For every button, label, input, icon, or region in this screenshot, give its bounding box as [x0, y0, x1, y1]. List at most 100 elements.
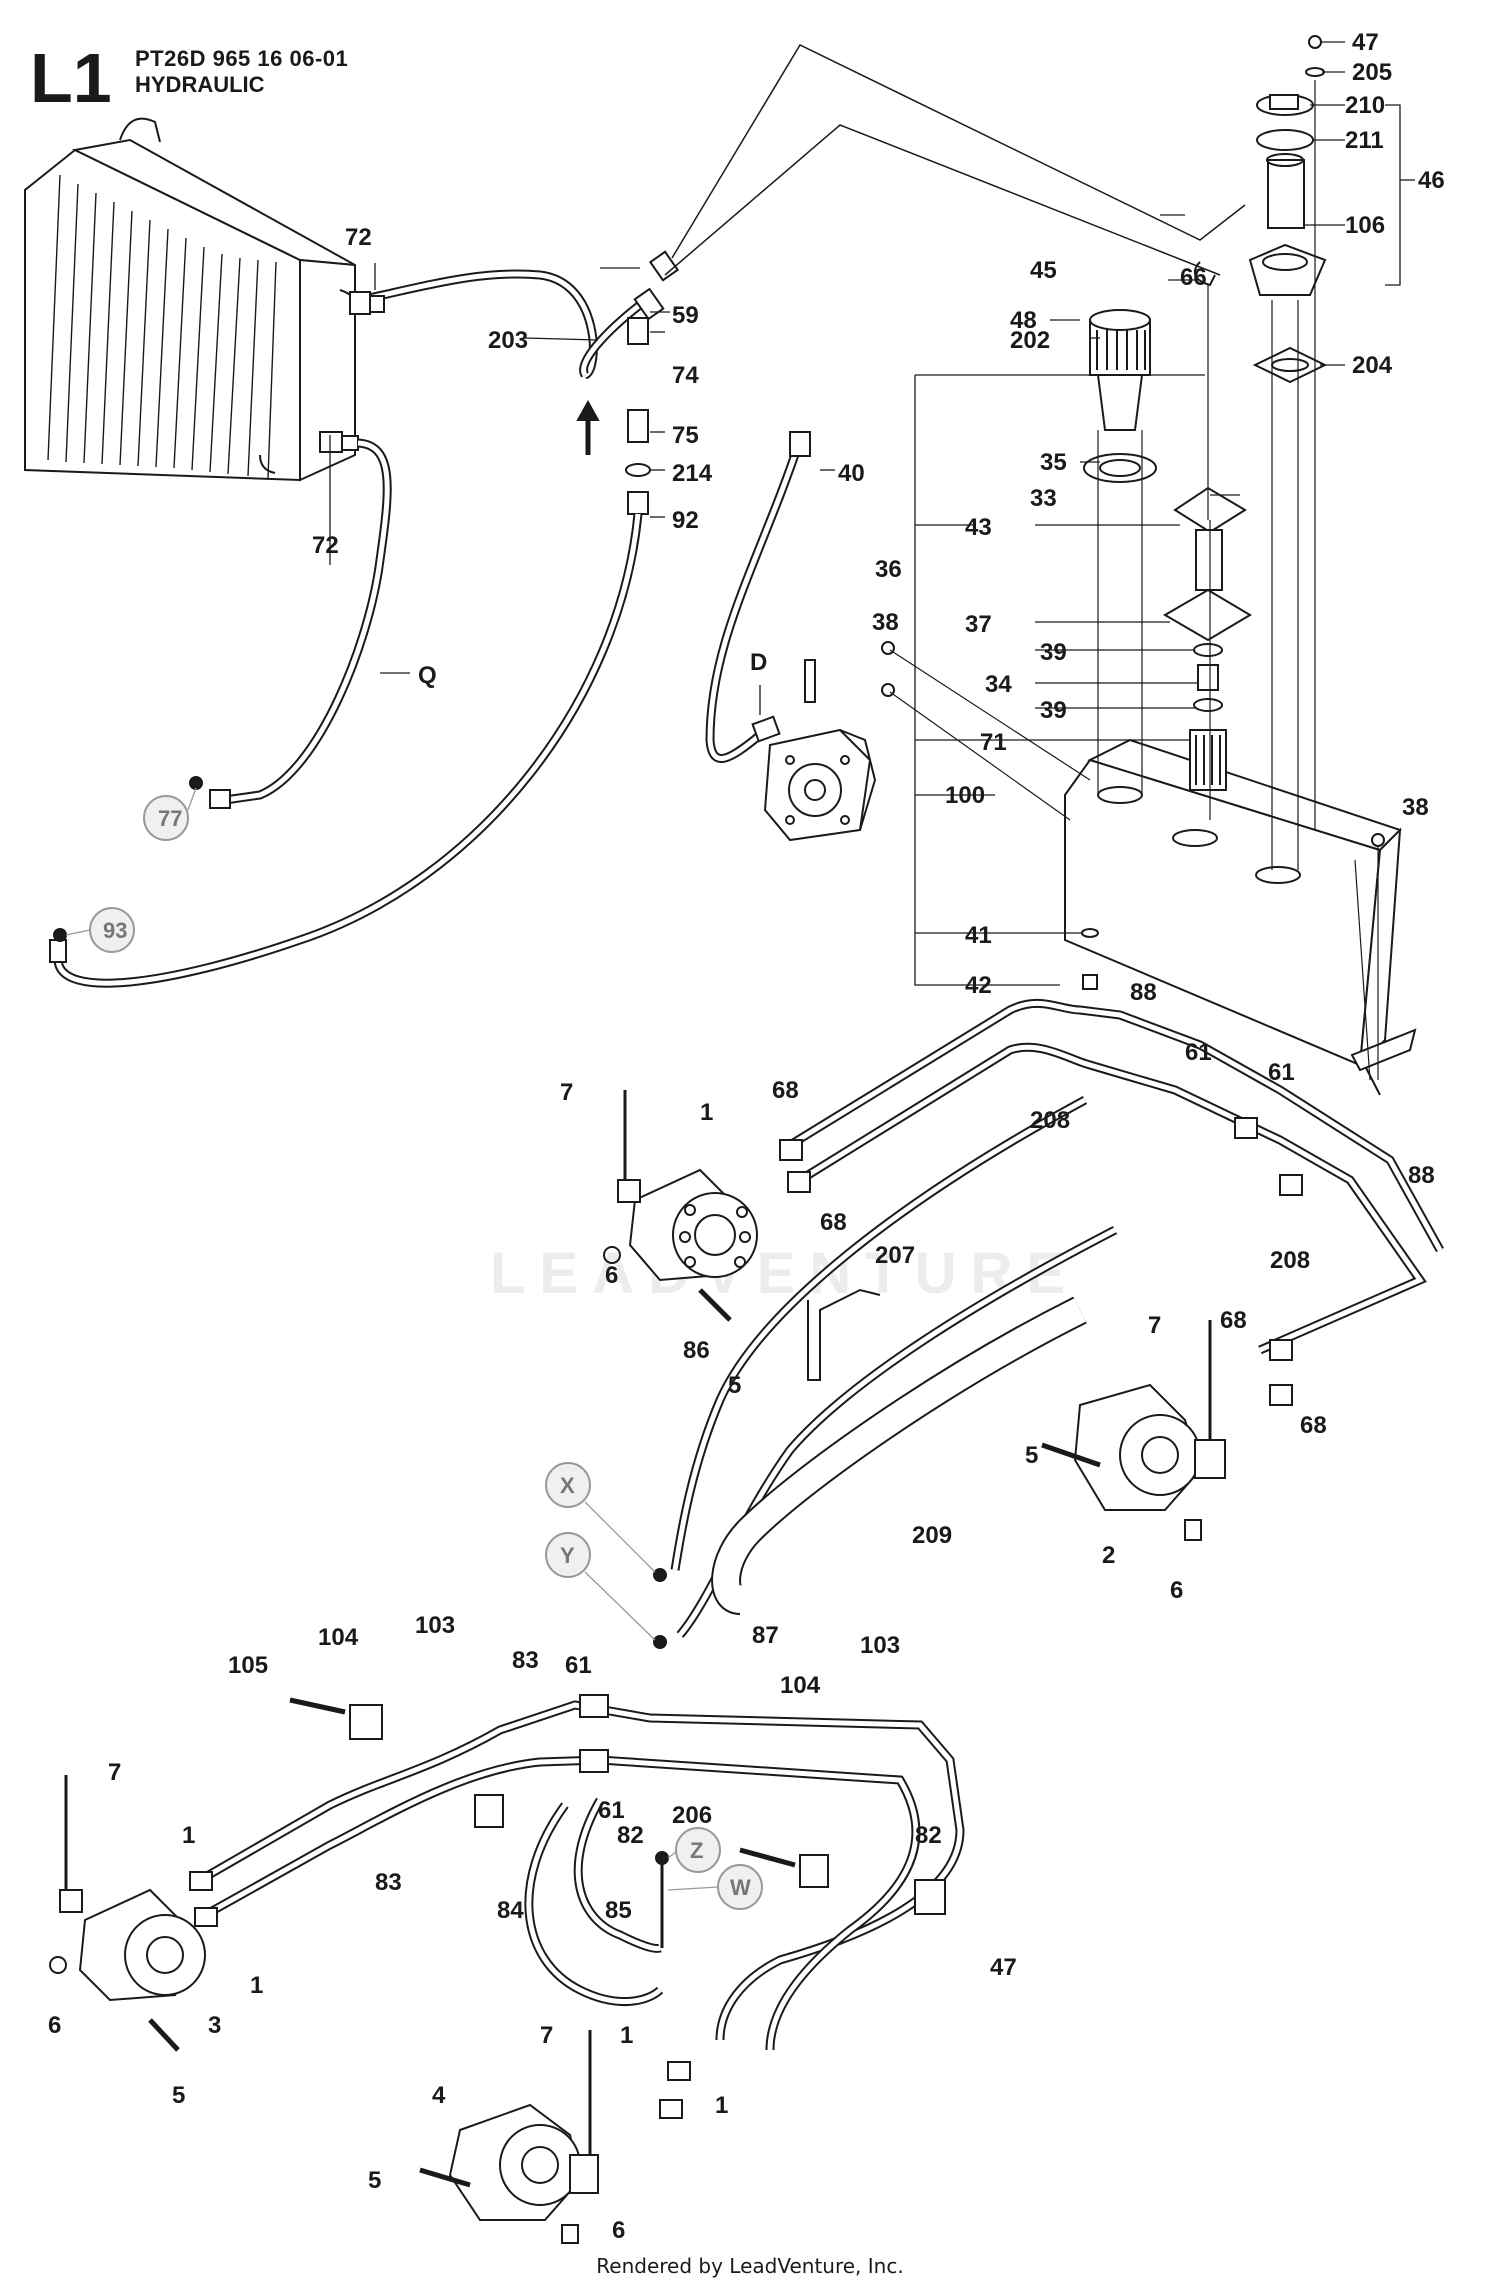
section-title: HYDRAULIC	[135, 72, 265, 97]
callout: 105	[228, 1652, 268, 1679]
callout: 5	[1025, 1442, 1038, 1469]
callout: 202	[1010, 327, 1050, 354]
ref-q: 93	[103, 918, 127, 943]
callout: 35	[1040, 449, 1067, 476]
callout-labels: 47 205 210 211 46 106 204 45 48 202 66 7…	[48, 29, 1445, 2244]
footer-credit: Rendered by LeadVenture, Inc.	[596, 2254, 904, 2278]
callout: 103	[415, 1612, 455, 1639]
leadventure-watermark: LEADVENTURE	[490, 1241, 1080, 1306]
callout: 68	[1300, 1412, 1327, 1439]
callout: 88	[1408, 1162, 1435, 1189]
callout: 82	[915, 1822, 942, 1849]
ref-d: 77	[158, 806, 182, 831]
callout: 47	[1352, 29, 1379, 56]
callout: 210	[1345, 92, 1385, 119]
callout: 7	[108, 1759, 121, 1786]
callout: 38	[1402, 794, 1429, 821]
hydraulic-pump	[763, 659, 877, 842]
callout: 206	[672, 1802, 712, 1829]
callout: 45	[1030, 257, 1057, 284]
callout: 61	[598, 1797, 625, 1824]
callout: 66	[1180, 264, 1207, 291]
callout: 1	[250, 1972, 263, 1999]
callout: 72	[345, 224, 372, 251]
hydraulic-tank	[1064, 738, 1417, 1096]
callout: 6	[605, 1262, 618, 1289]
callout: 43	[965, 514, 992, 541]
callout: 36	[875, 556, 902, 583]
callout: 68	[1220, 1307, 1247, 1334]
callout: 104	[780, 1672, 821, 1699]
callout: 205	[1352, 59, 1392, 86]
ref-x: X	[560, 1473, 575, 1498]
breather-assembly	[1083, 309, 1157, 795]
callout: 68	[772, 1077, 799, 1104]
callout: 214	[672, 460, 713, 487]
callout: 1	[715, 2092, 728, 2119]
callout: 37	[965, 611, 992, 638]
callout: 203	[488, 327, 528, 354]
callout: 83	[512, 1647, 539, 1674]
callout: 72	[312, 532, 339, 559]
callout: 5	[728, 1372, 741, 1399]
callout: 38	[872, 609, 899, 636]
callout: 207	[875, 1242, 915, 1269]
callout: 39	[1040, 639, 1067, 666]
wheel-motor-4	[419, 2030, 599, 2244]
callout: 75	[672, 422, 699, 449]
hose-92	[705, 438, 805, 763]
callout: 209	[912, 1522, 952, 1549]
callout: 4	[432, 2082, 446, 2109]
callout: 34	[985, 671, 1012, 698]
callout: 100	[945, 782, 985, 809]
callout: 103	[860, 1632, 900, 1659]
callout: 1	[182, 1822, 195, 1849]
callout: 59	[672, 302, 699, 329]
callout: 42	[965, 972, 992, 999]
callout: 211	[1345, 127, 1384, 154]
callout: 39	[1040, 697, 1067, 724]
callout: 48	[1010, 307, 1037, 334]
callout: 7	[1148, 1312, 1161, 1339]
callout: 7	[540, 2022, 553, 2049]
wheel-motor-1	[603, 1090, 758, 1322]
model-number: PT26D 965 16 06-01	[135, 46, 349, 71]
callout: 86	[683, 1337, 710, 1364]
callout: 40	[838, 460, 865, 487]
callout: 33	[1030, 485, 1057, 512]
callout: 61	[1268, 1059, 1295, 1086]
callout: 85	[605, 1897, 632, 1924]
callout: 5	[172, 2082, 185, 2109]
callout: 41	[965, 922, 992, 949]
tank-filter-assembly	[1163, 486, 1252, 820]
ref-w: W	[730, 1875, 751, 1900]
callout: 68	[820, 1209, 847, 1236]
callout: 92	[672, 507, 699, 534]
callout: 84	[497, 1897, 524, 1924]
callout: 47	[990, 1954, 1017, 1981]
callout: 204	[1352, 352, 1393, 379]
callout: 2	[1102, 1542, 1115, 1569]
ref-z: Z	[690, 1838, 703, 1863]
callout: 6	[612, 2217, 625, 2244]
oil-cooler	[24, 117, 359, 482]
hose-93	[359, 269, 598, 380]
callout: 208	[1270, 1247, 1310, 1274]
callout: 6	[48, 2012, 61, 2039]
wheel-motor-3	[49, 1775, 206, 2052]
callout: 71	[980, 729, 1007, 756]
diagram-code: L1	[30, 39, 112, 117]
hose-100	[224, 438, 392, 805]
callout: 1	[700, 1099, 713, 1126]
callout: 6	[1170, 1577, 1183, 1604]
reference-markers: 77 93 X Y Z W	[65, 787, 763, 1910]
callout: D	[750, 649, 767, 676]
callout: Q	[418, 662, 437, 689]
callout: 3	[208, 2012, 221, 2039]
callout: 1	[620, 2022, 633, 2049]
wheel-motor-2	[1041, 1320, 1226, 1541]
callout: 46	[1418, 167, 1445, 194]
callout: 5	[368, 2167, 381, 2194]
